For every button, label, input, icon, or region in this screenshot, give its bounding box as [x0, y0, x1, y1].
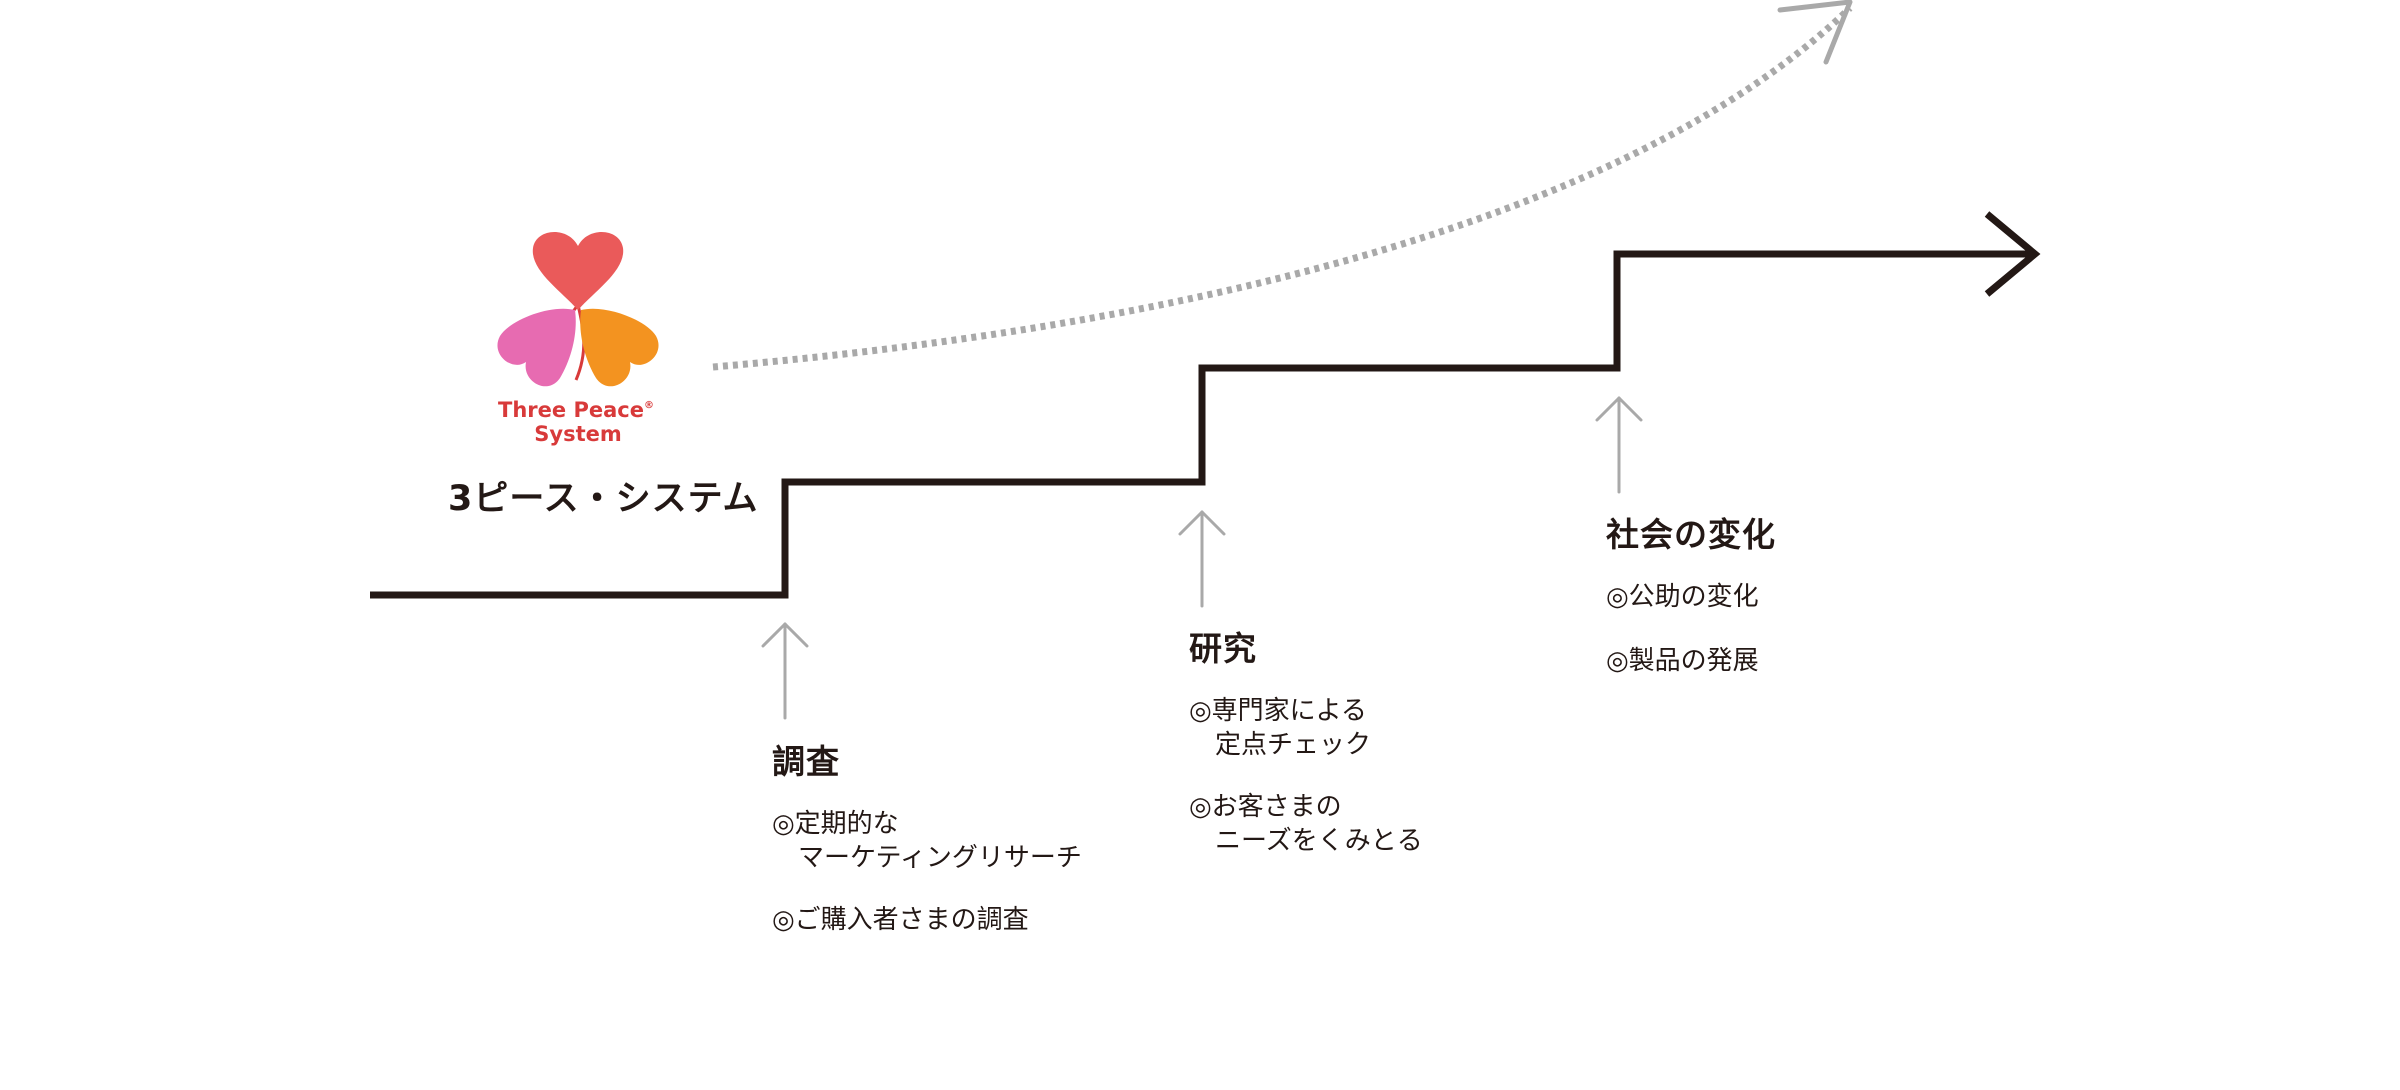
right-heart-icon [580, 308, 659, 387]
stage-item: ◎ご購入者さまの調査 [772, 905, 1029, 935]
stage-item: ◎製品の発展 [1606, 646, 1759, 676]
system-name: 3ピース・システム [448, 479, 759, 519]
svg-text:Three Peace®: Three Peace® [498, 398, 654, 422]
stage-item: ◎お客さまの ニーズをくみとる [1189, 792, 1423, 856]
stage-item: ◎定期的な マーケティングリサーチ [772, 809, 1082, 873]
stage-survey: 調査 ◎定期的な マーケティングリサーチ ◎ご購入者さまの調査 [772, 735, 1082, 965]
three-peace-logo: Three Peace® System [497, 231, 659, 446]
stage-item: ◎公助の変化 [1606, 582, 1759, 612]
growth-arrow-head [1777, 0, 1853, 65]
up-arrow-survey [761, 622, 809, 720]
up-arrow-research [1178, 510, 1226, 608]
growth-curve [712, 5, 1853, 371]
stage-social-change: 社会の変化 ◎公助の変化 ◎製品の発展 [1606, 508, 1776, 706]
registered-mark: ® [644, 400, 654, 411]
top-heart-icon [532, 231, 624, 310]
stage-title: 研究 [1189, 629, 1257, 668]
stage-research: 研究 ◎専門家による 定点チェック ◎お客さまの ニーズをくみとる [1189, 622, 1423, 886]
stage-title: 調査 [772, 742, 840, 781]
staircase-line [370, 250, 2030, 599]
logo-text-line2: System [534, 422, 621, 446]
stage-item: ◎専門家による 定点チェック [1189, 696, 1372, 760]
main-arrow-head [1984, 211, 2041, 297]
up-arrow-social-change [1595, 396, 1643, 494]
left-heart-icon [497, 308, 576, 387]
stage-title: 社会の変化 [1606, 515, 1776, 554]
logo-text-line1: Three Peace [498, 398, 644, 422]
